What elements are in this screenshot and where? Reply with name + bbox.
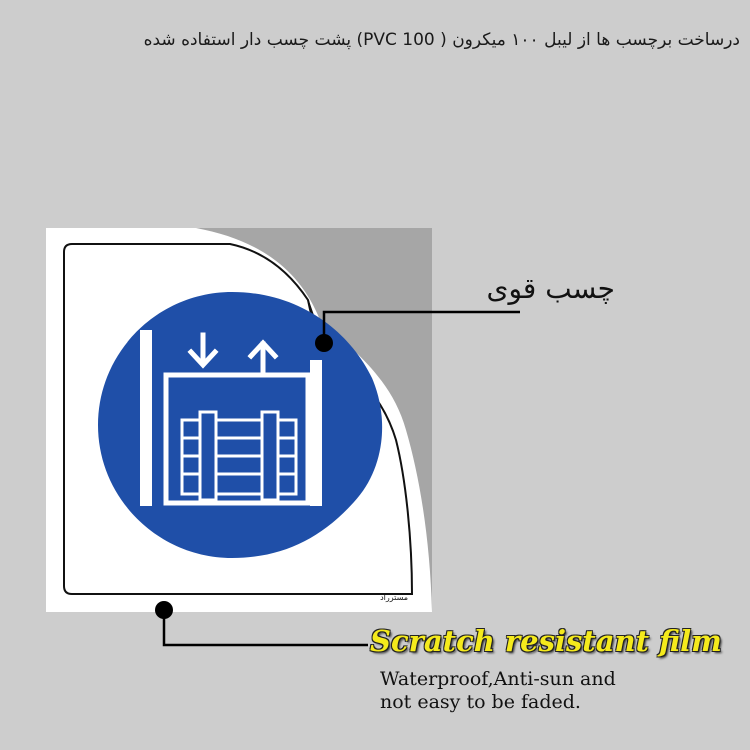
sticker-border — [63, 243, 414, 595]
down-arrow-icon — [187, 332, 219, 369]
load-lift-sign-icon — [98, 292, 383, 558]
strong-adhesive-label: چسب قوی — [486, 272, 615, 305]
brand-mark: مسترراد — [380, 593, 408, 602]
film-callout — [155, 601, 368, 647]
crate-icon — [180, 410, 298, 502]
right-rail — [310, 360, 322, 506]
top-caption: درساخت برچسب ها از لیبل ۱۰۰ میکرون ( PVC… — [143, 30, 740, 50]
left-rail — [140, 330, 152, 506]
film-desc-line-2: not easy to be faded. — [380, 691, 581, 713]
up-arrow-icon — [247, 339, 279, 373]
film-desc-line-1: Waterproof,Anti-sun and — [380, 668, 616, 690]
platform-frame — [163, 372, 311, 506]
film-description: Waterproof,Anti-sun and not easy to be f… — [380, 668, 720, 714]
adhesive-callout — [315, 310, 520, 352]
film-title: Scratch resistant film — [370, 624, 722, 658]
